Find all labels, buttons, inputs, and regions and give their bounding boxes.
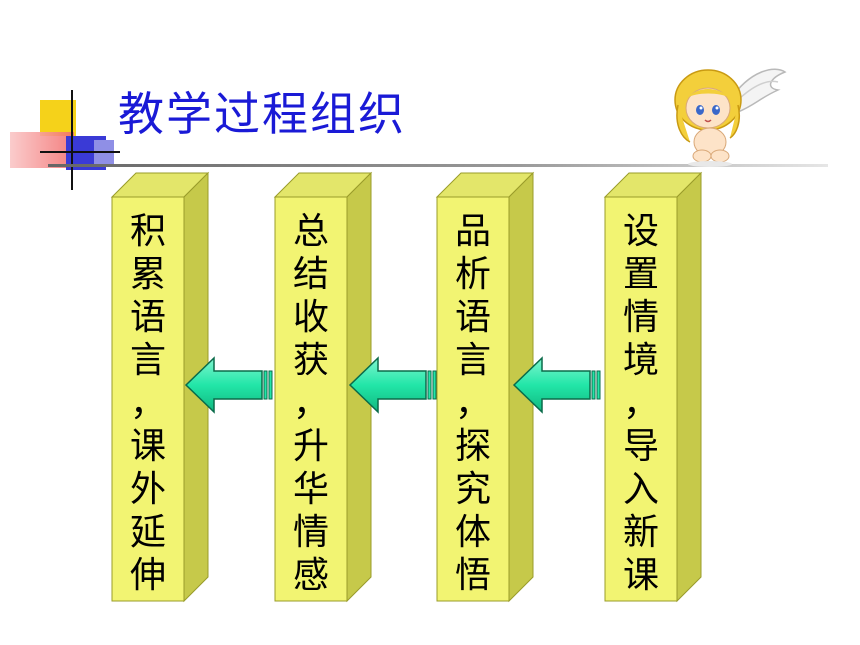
pillar-step-3 bbox=[435, 171, 535, 603]
pillar-step-1 bbox=[110, 171, 210, 603]
page-title: 教学过程组织 bbox=[118, 87, 406, 141]
cartoon-angel-icon bbox=[660, 60, 790, 174]
label-char: 品 bbox=[454, 211, 491, 252]
arrow-left-icon bbox=[348, 356, 437, 414]
label-char: 新 bbox=[622, 512, 659, 553]
label-char: 境 bbox=[622, 340, 659, 381]
label-char: 积 bbox=[129, 211, 166, 252]
label-char: 伸 bbox=[129, 555, 166, 596]
label-char: 体 bbox=[454, 512, 491, 553]
label-char: 置 bbox=[622, 254, 659, 295]
step-4-label: 设置情境，导入新课 bbox=[605, 210, 677, 596]
label-char: 入 bbox=[622, 469, 659, 510]
label-char: ， bbox=[454, 383, 491, 424]
label-char: 获 bbox=[292, 340, 329, 381]
label-char: 感 bbox=[292, 555, 329, 596]
label-char: ， bbox=[292, 383, 329, 424]
label-char: 语 bbox=[454, 297, 491, 338]
label-char: 外 bbox=[129, 469, 166, 510]
arrow-left-icon bbox=[184, 356, 273, 414]
label-char: 悟 bbox=[454, 555, 491, 596]
label-char: 累 bbox=[129, 254, 166, 295]
label-char: 情 bbox=[292, 512, 329, 553]
arrow-left-icon bbox=[512, 356, 601, 414]
label-char: 言 bbox=[454, 340, 491, 381]
label-char: 情 bbox=[622, 297, 659, 338]
step-3-label: 品析语言，探究体悟 bbox=[437, 210, 509, 596]
label-char: 升 bbox=[292, 426, 329, 467]
label-char: 导 bbox=[622, 426, 659, 467]
label-char: 究 bbox=[454, 469, 491, 510]
label-char: 华 bbox=[292, 469, 329, 510]
label-char: 延 bbox=[129, 512, 166, 553]
label-char: 析 bbox=[454, 254, 491, 295]
title-divider bbox=[48, 164, 828, 167]
label-char: 探 bbox=[454, 426, 491, 467]
pillar-step-4 bbox=[603, 171, 703, 603]
label-char: 言 bbox=[129, 340, 166, 381]
corner-decoration bbox=[10, 90, 120, 190]
label-char: ， bbox=[622, 383, 659, 424]
label-char: 课 bbox=[129, 426, 166, 467]
label-char: 收 bbox=[292, 297, 329, 338]
label-char: 设 bbox=[622, 211, 659, 252]
label-char: 结 bbox=[292, 254, 329, 295]
label-char: 总 bbox=[292, 211, 329, 252]
label-char: 课 bbox=[622, 555, 659, 596]
step-2-label: 总结收获，升华情感 bbox=[275, 210, 347, 596]
label-char: ， bbox=[129, 383, 166, 424]
label-char: 语 bbox=[129, 297, 166, 338]
step-1-label: 积累语言，课外延伸 bbox=[112, 210, 184, 596]
